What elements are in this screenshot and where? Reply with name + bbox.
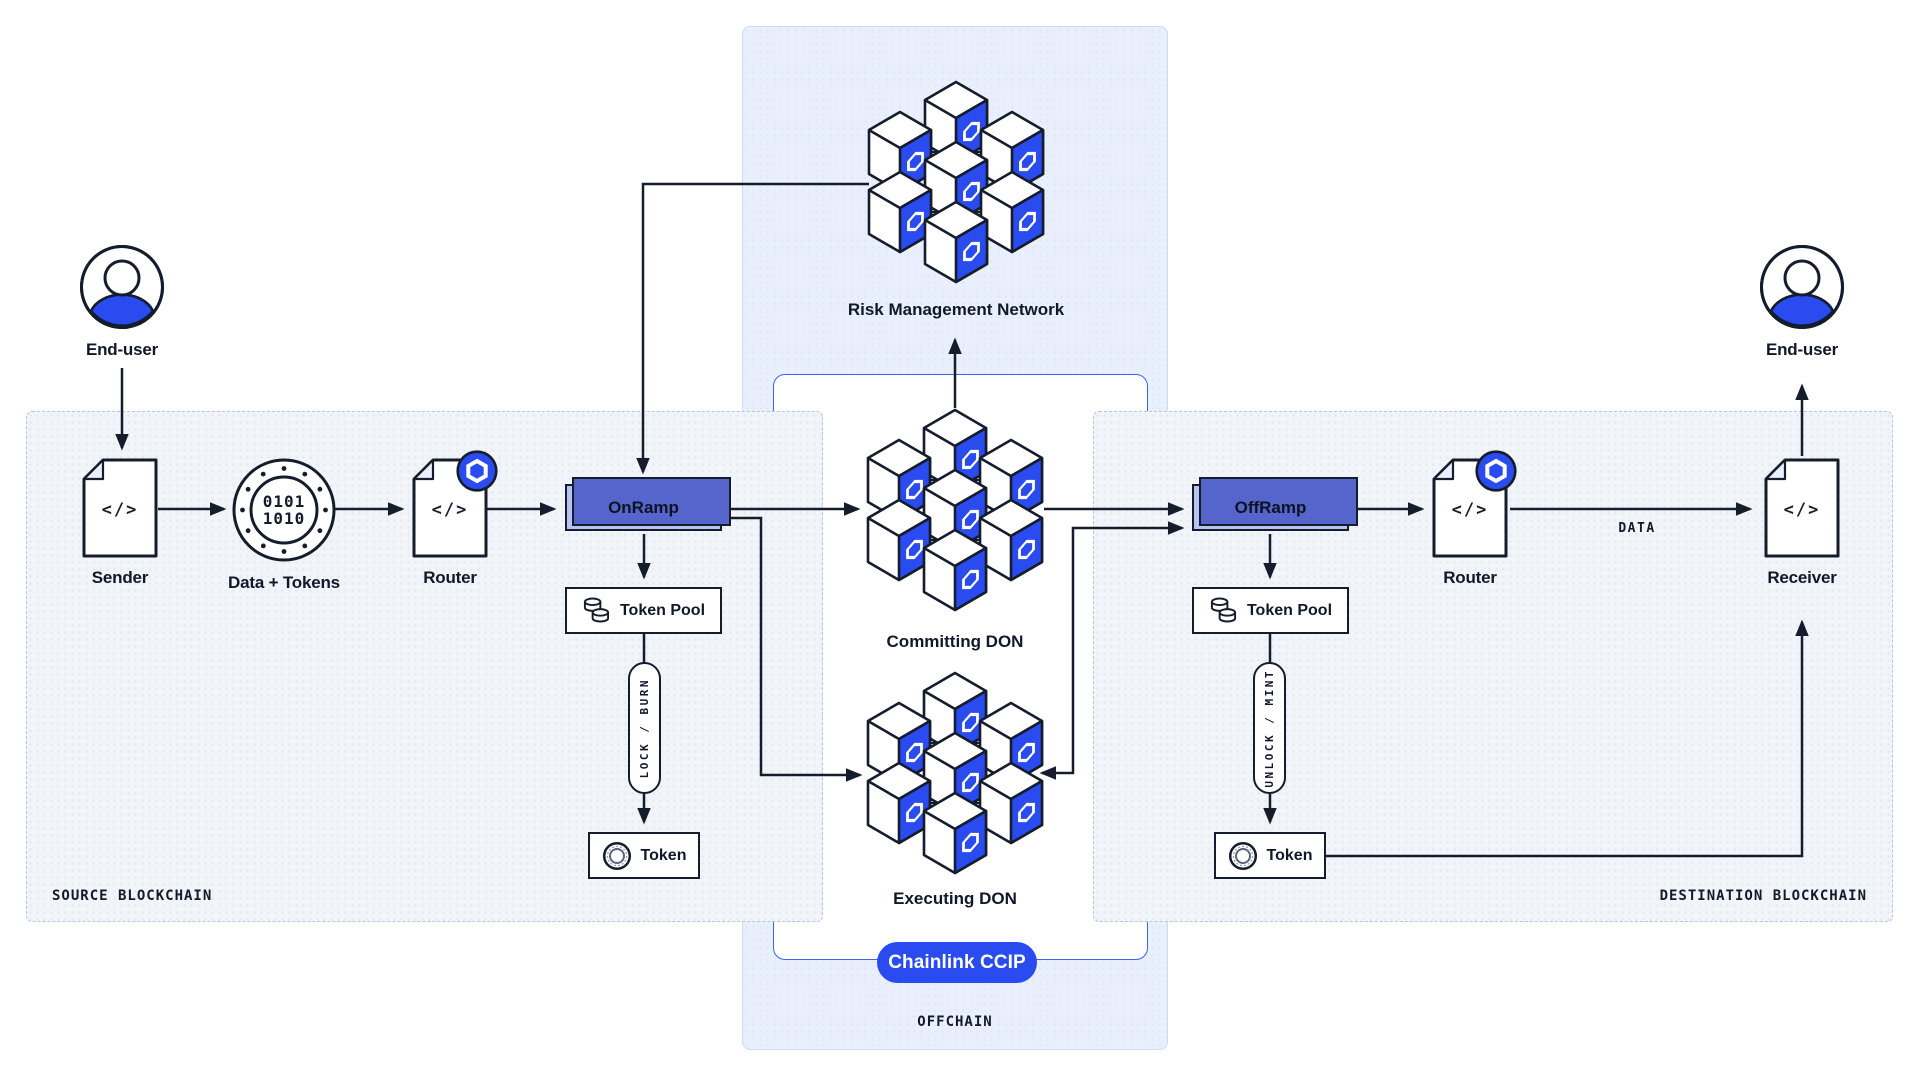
offramp-label: OffRamp bbox=[1234, 497, 1307, 517]
token-left-box: Token bbox=[588, 832, 700, 879]
chainlink-badge-icon bbox=[456, 450, 498, 497]
person-icon bbox=[79, 244, 165, 330]
binary-line2: 1010 bbox=[263, 509, 306, 528]
svg-text:</>: </> bbox=[102, 500, 139, 520]
executing-don-label: Executing DON bbox=[893, 889, 1017, 908]
data-edge-label: DATA bbox=[1618, 521, 1656, 536]
binary-data-icon: 0101 1010 bbox=[231, 457, 337, 563]
token-stack-icon bbox=[582, 596, 611, 625]
router-left-node: </> Router bbox=[380, 450, 520, 588]
svg-text:</>: </> bbox=[432, 500, 469, 520]
router-right-node: </> Router bbox=[1400, 450, 1540, 588]
receiver-node: </> Receiver bbox=[1732, 458, 1872, 588]
risk-management-network-cluster bbox=[867, 80, 1045, 284]
svg-text:</>: </> bbox=[1784, 500, 1821, 520]
router-left-label: Router bbox=[423, 568, 477, 587]
onramp-box: OnRamp bbox=[565, 477, 731, 531]
chainlink-badge-icon bbox=[1475, 450, 1517, 497]
end-user-right-label: End-user bbox=[1765, 340, 1839, 359]
token-right-box: Token bbox=[1214, 832, 1326, 879]
unlock-mint-pill: UNLOCK / MINT bbox=[1253, 662, 1286, 794]
data-tokens-node: 0101 1010 Data + Tokens bbox=[214, 457, 354, 593]
chainlink-ccip-label: Chainlink CCIP bbox=[888, 951, 1026, 973]
binary-line1: 0101 bbox=[263, 492, 306, 511]
dot-ring bbox=[240, 466, 328, 554]
receiver-label: Receiver bbox=[1767, 568, 1837, 587]
lock-burn-pill: LOCK / BURN bbox=[628, 662, 661, 794]
unlock-mint-label: UNLOCK / MINT bbox=[1263, 668, 1276, 788]
destination-blockchain-label: DESTINATION BLOCKCHAIN bbox=[1659, 888, 1867, 904]
token-pool-right-box: Token Pool bbox=[1192, 587, 1349, 634]
token-pool-left-box: Token Pool bbox=[565, 587, 722, 634]
token-stack-icon bbox=[1209, 596, 1238, 625]
end-user-left-node: End-user bbox=[52, 244, 192, 360]
token-left-label: Token bbox=[640, 846, 687, 864]
coin-icon bbox=[1228, 841, 1258, 871]
contract-document-icon: </> bbox=[1764, 458, 1840, 558]
committing-don-label: Committing DON bbox=[886, 632, 1024, 651]
end-user-right-node: End-user bbox=[1732, 244, 1872, 360]
executing-don-cluster bbox=[866, 671, 1044, 875]
sender-node: </> Sender bbox=[50, 458, 190, 588]
offchain-zone-label: OFFCHAIN bbox=[917, 1014, 993, 1030]
end-user-left-label: End-user bbox=[85, 340, 159, 359]
token-pool-right-label: Token Pool bbox=[1246, 601, 1333, 619]
coin-icon bbox=[602, 841, 632, 871]
contract-document-icon: </> bbox=[82, 458, 158, 558]
svg-text:</>: </> bbox=[1452, 500, 1489, 520]
token-right-label: Token bbox=[1266, 846, 1313, 864]
sender-label: Sender bbox=[91, 568, 149, 587]
chainlink-ccip-badge: Chainlink CCIP bbox=[877, 942, 1037, 983]
offramp-box: OffRamp bbox=[1192, 477, 1358, 531]
lock-burn-label: LOCK / BURN bbox=[638, 677, 651, 779]
router-right-label: Router bbox=[1443, 568, 1497, 587]
data-tokens-label: Data + Tokens bbox=[228, 573, 340, 592]
person-icon bbox=[1759, 244, 1845, 330]
source-blockchain-label: SOURCE BLOCKCHAIN bbox=[52, 888, 213, 904]
onramp-label: OnRamp bbox=[608, 497, 679, 517]
token-pool-left-label: Token Pool bbox=[619, 601, 706, 619]
committing-don-cluster bbox=[866, 408, 1044, 612]
risk-management-network-label: Risk Management Network bbox=[847, 300, 1065, 319]
